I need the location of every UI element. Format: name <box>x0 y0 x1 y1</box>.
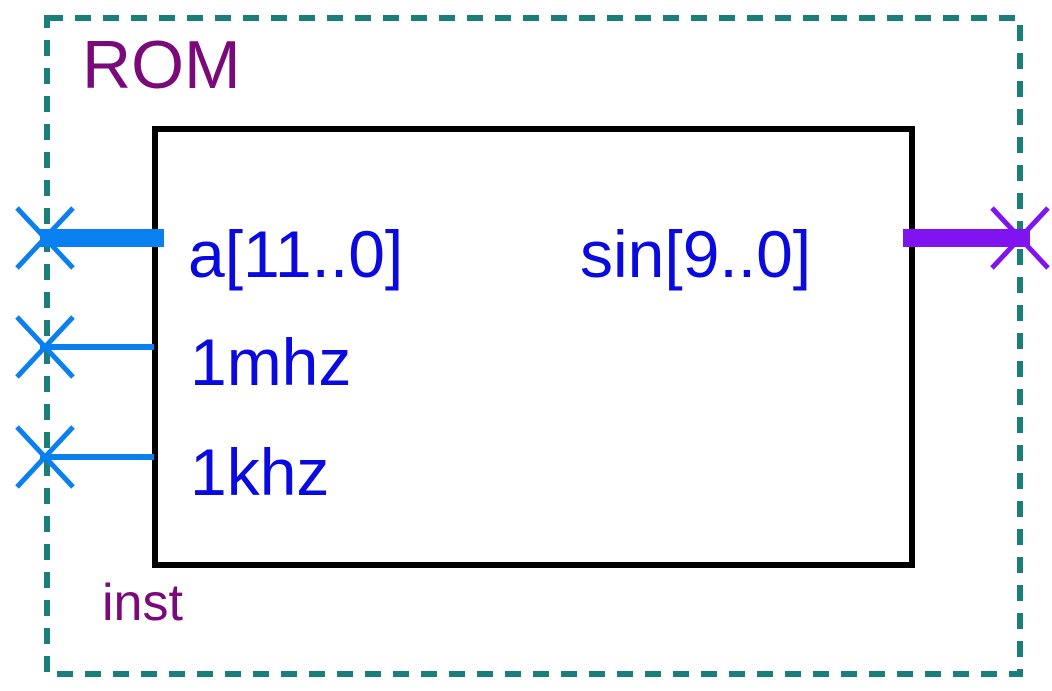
port-label-sin: sin[9..0] <box>580 217 812 291</box>
rom-symbol-body[interactable] <box>152 126 915 568</box>
x-pin-icon[interactable] <box>15 425 75 489</box>
block-title: ROM <box>82 27 241 103</box>
instance-name: inst <box>102 574 183 632</box>
port-label-a: a[11..0] <box>188 217 404 291</box>
x-pin-icon[interactable] <box>990 206 1050 270</box>
x-pin-icon[interactable] <box>15 315 75 379</box>
x-pin-icon[interactable] <box>15 206 75 270</box>
instance-boundary <box>44 15 1023 677</box>
port-label-1mhz: 1mhz <box>190 325 352 399</box>
port-label-1khz: 1khz <box>190 435 330 509</box>
